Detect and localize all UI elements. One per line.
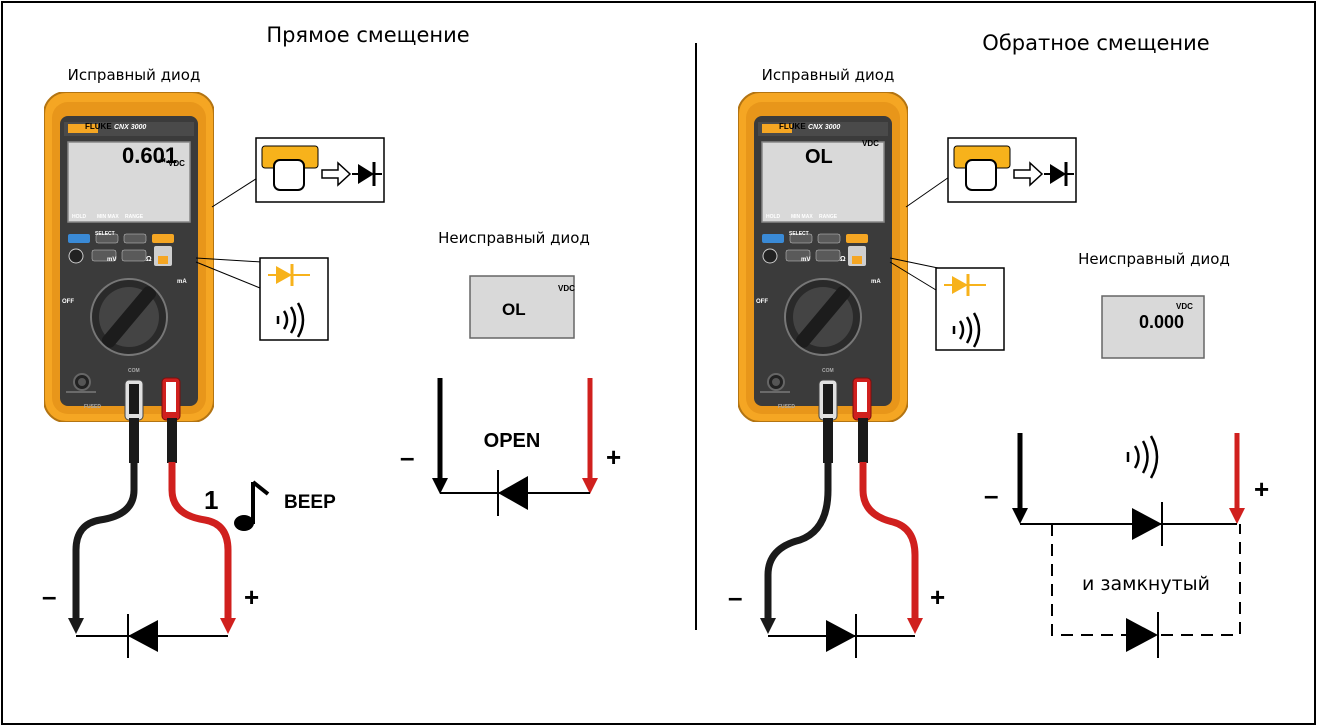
forward-multimeter: FLUKE CNX 3000 VDC ⇥ 0.601 HOLD MIN MAX …: [44, 92, 214, 422]
continuity-beep-icon: [1126, 435, 1159, 479]
meter-btn-range[interactable]: RANGE: [125, 214, 144, 220]
forward-bad-lcd-value: OL: [502, 300, 526, 319]
meter-btn-range[interactable]: RANGE: [819, 214, 838, 220]
reverse-bad-lcd: VDC 0.000: [1101, 295, 1205, 359]
arrow-right-icon: [321, 161, 352, 187]
forward-bad-lcd: VDC OL: [469, 275, 575, 339]
diode-symbol-icon: [1132, 508, 1162, 540]
continuity-beep-icon: [276, 302, 305, 338]
meter-dial-ohm: Ω: [840, 256, 846, 263]
meter-jack-com: COM: [128, 368, 140, 374]
dial-callout: [195, 257, 329, 341]
reverse-bad-lcd-value: 0.000: [1139, 312, 1184, 332]
reverse-lcd-unit: VDC: [862, 139, 879, 148]
meter-dial-mv: mV: [107, 257, 116, 263]
diode-symbol-icon: [1126, 618, 1158, 652]
forward-lcd-unit: VDC: [168, 159, 185, 168]
meter-dial-off: OFF: [756, 299, 768, 305]
reverse-lcd-value: OL: [805, 146, 833, 168]
meter-btn-select[interactable]: SELECT: [95, 231, 115, 237]
reverse-minus-sign: –: [728, 582, 742, 612]
meter-btn-minmax[interactable]: MIN MAX: [791, 214, 813, 220]
music-note-icon: [234, 480, 270, 531]
meter-jack-com: COM: [822, 368, 834, 374]
meter-btn-hold[interactable]: HOLD: [766, 214, 781, 220]
forward-bad-lcd-unit: VDC: [558, 284, 575, 293]
reverse-bad-plus-sign: +: [1254, 474, 1269, 504]
reverse-dial-callout: [889, 257, 1005, 351]
diode-symbol-icon: [826, 620, 856, 652]
diode-symbol-icon: [128, 620, 158, 652]
forward-bad-diode-label: Неисправный диод: [438, 229, 590, 247]
meter-brand: FLUKE: [779, 122, 806, 131]
forward-probes: [68, 377, 236, 634]
forward-bad-minus-sign: –: [400, 442, 414, 472]
forward-good-diode-label: Исправный диод: [68, 66, 201, 84]
forward-open-circuit: [432, 378, 598, 516]
meter-fused: FUSED: [84, 404, 101, 410]
meter-model: CNX 3000: [114, 124, 146, 131]
forward-beep-label: BEEP: [284, 492, 336, 513]
meter-model: CNX 3000: [808, 124, 840, 131]
meter-fused: FUSED: [778, 404, 795, 410]
arrow-right-icon: [1013, 161, 1044, 187]
meter-dial-ohm: Ω: [146, 256, 152, 263]
diode-symbol-icon: [498, 476, 528, 510]
reverse-bad-minus-sign: –: [984, 480, 998, 510]
reverse-title: Обратное смещение: [982, 31, 1209, 55]
forward-minus-sign: –: [42, 581, 56, 611]
reverse-plus-sign: +: [930, 582, 945, 612]
meter-dial-ma: mA: [177, 279, 187, 285]
meter-btn-select[interactable]: SELECT: [789, 231, 809, 237]
meter-brand: FLUKE: [85, 122, 112, 131]
forward-lcd-value: 0.601: [122, 143, 177, 168]
forward-title: Прямое смещение: [266, 23, 469, 47]
select-button-callout: [211, 137, 385, 208]
reverse-bad-lcd-unit: VDC: [1176, 302, 1193, 311]
meter-btn-minmax[interactable]: MIN MAX: [97, 214, 119, 220]
meter-dial-ma: mA: [871, 279, 881, 285]
meter-dial-mv: mV: [801, 257, 810, 263]
meter-dial-off: OFF: [62, 299, 74, 305]
forward-plus-sign: +: [244, 582, 259, 612]
reverse-probes: [760, 377, 923, 634]
reverse-select-button-callout: [905, 137, 1077, 208]
reverse-good-diode-label: Исправный диод: [762, 66, 895, 84]
reverse-shorted-label: и замкнутый: [1082, 573, 1210, 595]
reverse-multimeter: FLUKE CNX 3000 VDC OL HOLD MIN MAX RANGE…: [738, 92, 908, 422]
forward-open-label: OPEN: [484, 430, 541, 452]
forward-bad-plus-sign: +: [606, 442, 621, 472]
diode-symbol-small-icon: ⇥: [158, 155, 166, 165]
reverse-bad-diode-label: Неисправный диод: [1078, 250, 1230, 268]
meter-btn-hold[interactable]: HOLD: [72, 214, 87, 220]
reverse-diode-circuit: [768, 614, 915, 658]
reverse-shorted-circuit: [1012, 433, 1245, 658]
forward-beep-count: 1: [204, 485, 218, 515]
forward-diode-circuit: [76, 614, 228, 658]
continuity-beep-icon: [952, 312, 981, 348]
